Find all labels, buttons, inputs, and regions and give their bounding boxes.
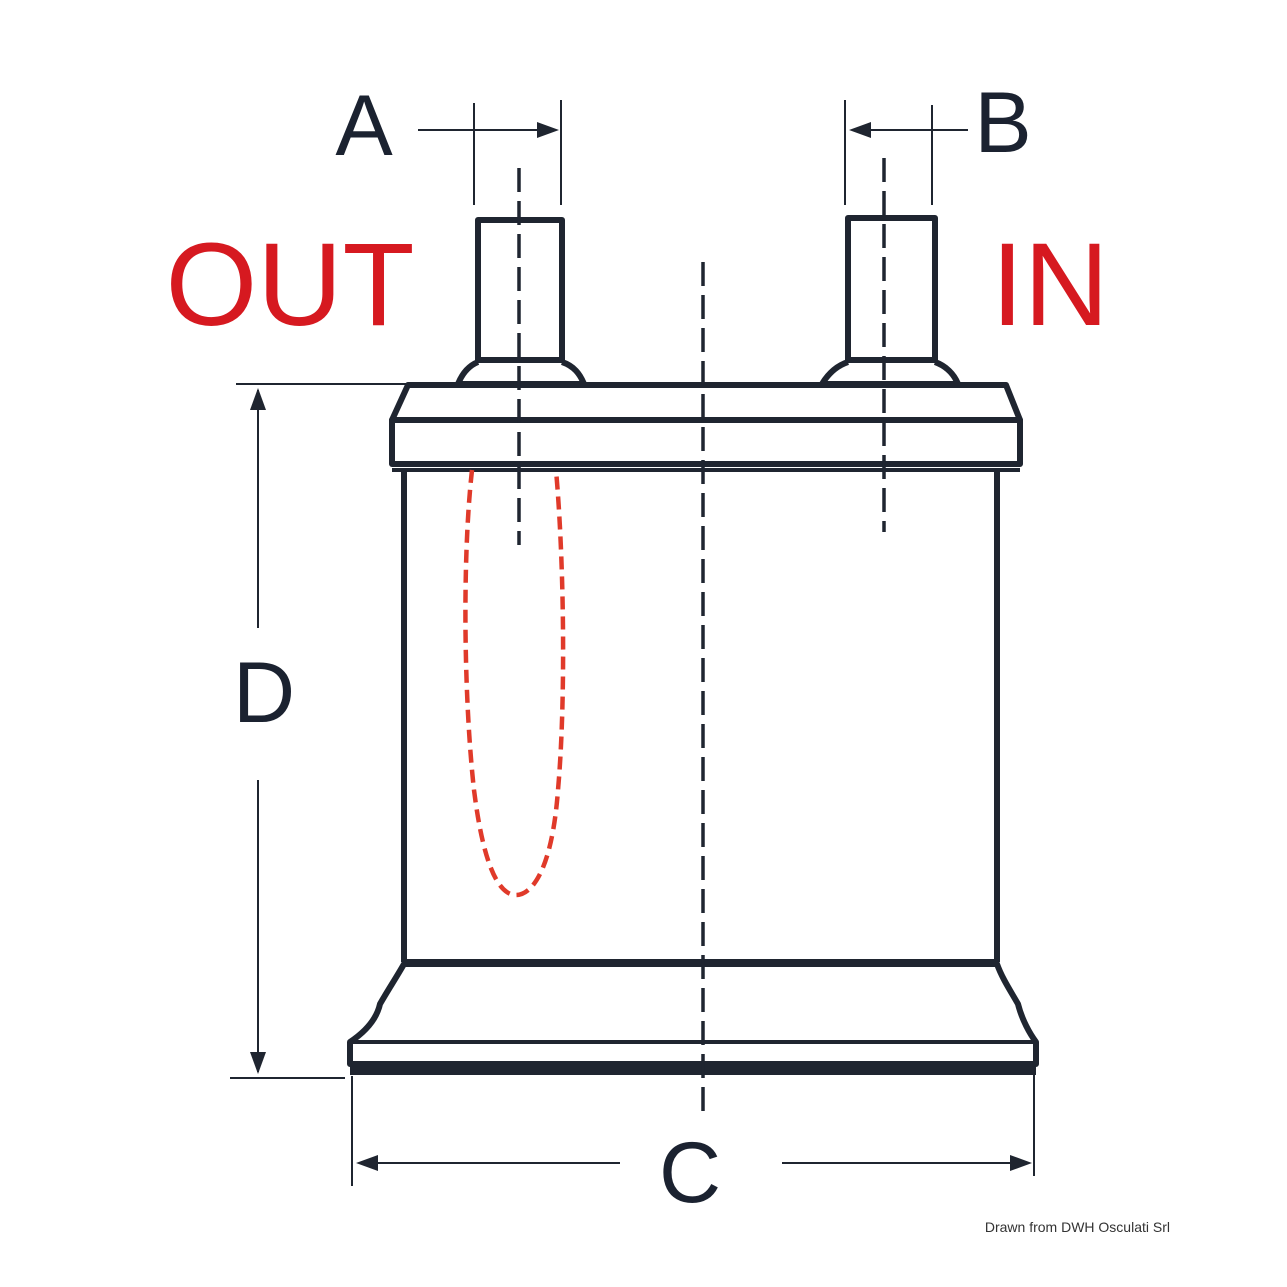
filter-head: [389, 382, 1023, 472]
dimension-d: D: [230, 383, 408, 1079]
label-d: D: [233, 645, 295, 741]
arrow-down-icon: [250, 1052, 266, 1074]
filter-bowl: [401, 472, 1000, 965]
arrow-right-icon: [537, 122, 559, 138]
dimension-c: C: [351, 1066, 1035, 1221]
label-in: IN: [991, 219, 1109, 351]
label-out: OUT: [165, 219, 414, 351]
label-b: B: [974, 75, 1031, 171]
dimension-b: B: [844, 75, 1032, 205]
outlet-pipe: [455, 217, 587, 387]
arrow-right-icon: [1010, 1155, 1032, 1171]
label-c: C: [659, 1125, 721, 1221]
dimension-a: A: [335, 78, 562, 205]
inlet-pipe: [819, 215, 961, 387]
label-a: A: [335, 78, 393, 174]
arrow-left-icon: [849, 122, 871, 138]
filter-base: [347, 961, 1039, 1075]
arrow-left-icon: [356, 1155, 378, 1171]
credit-text: Drawn from DWH Osculati Srl: [985, 1219, 1170, 1235]
internal-dip-tube: [463, 469, 566, 898]
arrow-up-icon: [250, 388, 266, 410]
